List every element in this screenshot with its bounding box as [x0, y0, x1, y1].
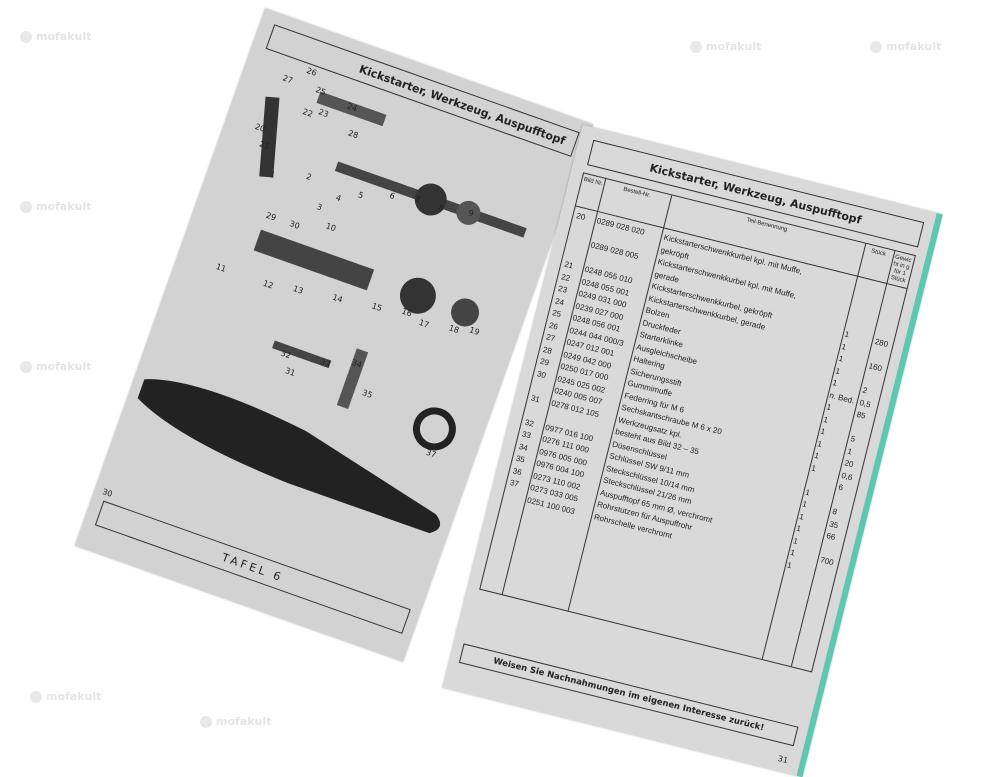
heart-logo-icon [20, 360, 32, 373]
cell-stk: 1 [813, 450, 821, 461]
watermark: mofakult [20, 360, 91, 373]
cell-bild: 22 [560, 271, 572, 283]
cell-bild: 35 [514, 453, 526, 465]
footer-note: Weisen Sie Nachnahmungen im eigenen Inte… [458, 643, 799, 747]
watermark-text: mofakult [46, 690, 102, 703]
cell-g: 6 [837, 482, 845, 493]
kick-lever [259, 96, 280, 178]
cell-g: 2 [861, 385, 869, 396]
gear-3 [451, 298, 480, 327]
cell-bild: 23 [557, 283, 569, 295]
cell-stk: 1 [798, 511, 805, 522]
cell-stk: 1 [819, 426, 827, 437]
cell-bild: 26 [548, 320, 560, 332]
wrench [272, 340, 332, 369]
heart-logo-icon [20, 30, 32, 43]
cell-stk: 1 [822, 414, 830, 425]
cell-stk: 1 [825, 402, 833, 413]
pipe-clamp [412, 407, 456, 451]
cell-g: 35 [828, 518, 840, 530]
cell-bild: 27 [545, 332, 557, 344]
cell-stk: 1 [786, 559, 793, 570]
washer [456, 200, 481, 225]
gear [414, 183, 447, 216]
exploded-parts-diagram [137, 91, 527, 534]
cell-stk: 1 [831, 378, 839, 388]
cell-bild: 30 [536, 368, 547, 380]
heart-logo-icon [870, 40, 882, 53]
watermark: mofakult [30, 690, 101, 703]
cell-g: 85 [855, 409, 867, 421]
cell-stk: 1 [789, 547, 796, 558]
cell-stk: 1 [840, 341, 848, 352]
watermark-text: mofakult [36, 30, 92, 43]
cell-g: 160 [867, 361, 883, 374]
cell-bild: 34 [517, 441, 529, 453]
watermark: mofakult [870, 40, 941, 53]
cell-g: 280 [873, 337, 889, 349]
watermark-text: mofakult [886, 40, 942, 53]
cell-stk: 1 [834, 365, 842, 376]
cell-g: 0,6 [840, 470, 854, 482]
heart-logo-icon [30, 690, 42, 703]
heart-logo-icon [20, 200, 32, 213]
cell-bild: 32 [524, 417, 535, 429]
cell-bild: 37 [508, 477, 520, 489]
cell-stk: 1 [843, 329, 851, 340]
cell-stk: 1 [816, 438, 824, 449]
cell-stk: 1 [837, 353, 845, 364]
cell-g: 20 [843, 458, 855, 470]
watermark-text: mofakult [36, 200, 92, 213]
watermark: mofakult [690, 40, 761, 53]
left-page-number: 30 [101, 486, 114, 499]
cell-bild: 21 [563, 259, 575, 271]
watermark-text: mofakult [216, 715, 272, 728]
cell-g: 66 [825, 531, 837, 542]
right-page-number: 31 [776, 753, 789, 766]
cell-stk: 1 [795, 523, 802, 534]
cell-g: 1 [846, 446, 854, 456]
watermark-text: mofakult [706, 40, 762, 53]
watermark: mofakult [20, 200, 91, 213]
cell-stk: 1 [810, 462, 818, 473]
spring [316, 91, 387, 127]
cell-bild: 36 [511, 465, 523, 477]
cell-bild: 25 [551, 308, 563, 320]
cell-bild: 20 [575, 211, 587, 222]
cell-stk: 1 [792, 535, 799, 546]
cell-g: 5 [849, 434, 857, 444]
kickstarter-spring-assembly [253, 229, 375, 291]
watermark-text: mofakult [36, 360, 92, 373]
heart-logo-icon [690, 40, 702, 53]
watermark: mofakult [20, 30, 91, 43]
gear-2 [399, 277, 436, 314]
cell-bild: 31 [530, 393, 541, 404]
socket-wrench [336, 348, 369, 409]
cell-stk: 1 [801, 499, 808, 510]
cell-g: 0,5 [858, 397, 872, 410]
cell-bild: 24 [554, 295, 566, 307]
cell-bild: 33 [521, 429, 532, 441]
heart-logo-icon [200, 715, 212, 728]
cell-g: 700 [819, 555, 835, 568]
cell-bild: 28 [542, 344, 554, 356]
cell-bild: 29 [539, 356, 550, 368]
muffler [137, 379, 441, 534]
watermark: mofakult [200, 715, 271, 728]
cell-g: 8 [831, 506, 839, 517]
cell-stk: 1 [804, 487, 811, 497]
